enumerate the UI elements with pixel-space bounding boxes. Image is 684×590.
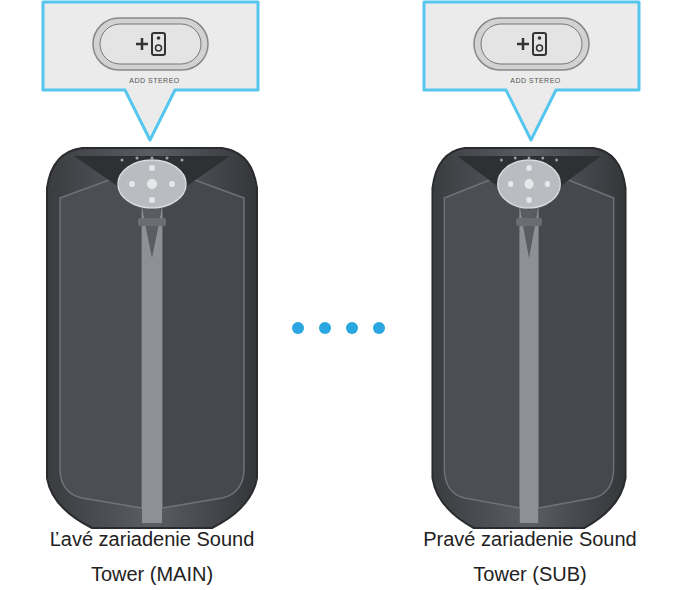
callout-box: ADD STEREO [43, 2, 266, 90]
device-label: Pravé zariadenie Sound Tower (SUB) [405, 522, 655, 590]
button-label: ADD STEREO [424, 77, 647, 84]
speaker-tower [47, 148, 257, 528]
callout-box [424, 2, 639, 140]
callout-box: ADD STEREO [424, 2, 647, 90]
dots [292, 322, 385, 334]
button-label: ADD STEREO [43, 77, 266, 84]
speaker-tower [432, 148, 625, 528]
device-label: Ľavé zariadenie Sound Tower (MAIN) [27, 522, 277, 590]
callout-box [43, 2, 258, 140]
